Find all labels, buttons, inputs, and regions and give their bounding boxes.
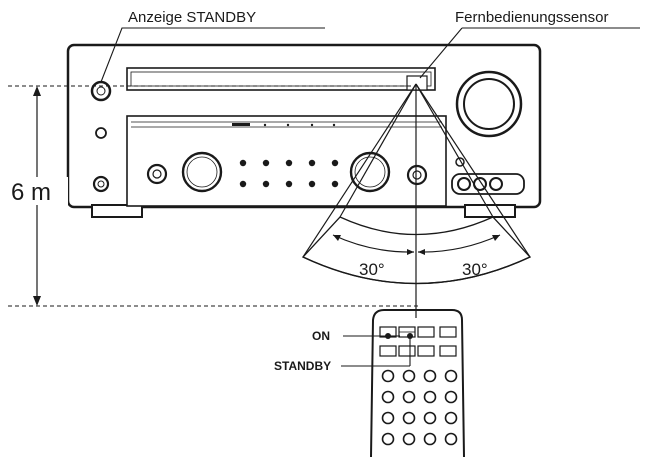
remote-icon xyxy=(370,309,465,457)
distance-label: 6 m xyxy=(11,179,51,206)
angle-left-label: 30° xyxy=(359,260,385,279)
receiver-icon xyxy=(66,43,542,218)
on-button-label: ON xyxy=(312,329,330,343)
standby-button-marker xyxy=(407,333,413,339)
distance-arrow xyxy=(8,86,68,306)
callout-leaders xyxy=(100,27,640,367)
signal-lines xyxy=(302,83,531,318)
remote-sensor-label: Fernbedienungssensor xyxy=(455,9,608,26)
standby-button-label: STANDBY xyxy=(274,359,331,373)
angle-right-label: 30° xyxy=(462,260,488,279)
standby-indicator-label: Anzeige STANDBY xyxy=(128,9,256,26)
reference-lines xyxy=(8,85,420,307)
on-button-marker xyxy=(385,333,391,339)
